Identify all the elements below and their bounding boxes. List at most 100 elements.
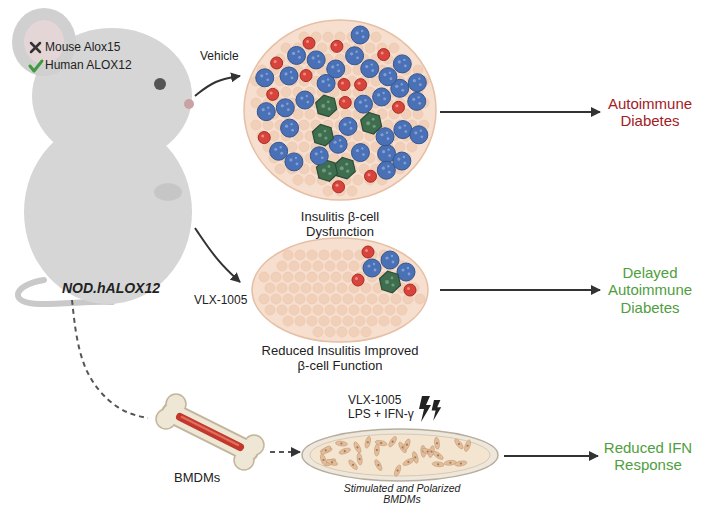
outcome-text: Reduced IFN Response [598, 439, 698, 474]
islet-texture [271, 272, 281, 282]
cell-detail [286, 103, 288, 105]
cell-detail [343, 123, 346, 126]
cell-detail [388, 154, 391, 157]
immune-cell [338, 79, 350, 91]
islet-texture [283, 250, 293, 260]
islet-texture [389, 43, 399, 53]
bone-illustration [156, 394, 264, 470]
cell-detail [318, 61, 321, 64]
connector-arrow [504, 455, 598, 457]
cell-detail [418, 96, 420, 98]
islet-texture [343, 294, 353, 304]
connector-arrow [440, 111, 600, 113]
islet-node: Reduced Insulitis Improved β-cell Functi… [240, 238, 440, 388]
cell-detail [336, 184, 339, 187]
cell-detail [382, 92, 384, 94]
connector-arrow [195, 76, 240, 96]
cell-nucleus [340, 442, 342, 444]
islet-texture [331, 250, 341, 260]
immune-cell [258, 132, 270, 144]
cell-detail [321, 104, 325, 108]
cell-detail [395, 104, 398, 107]
macrophage-cell [326, 458, 339, 466]
cell-detail [279, 146, 281, 148]
cell-detail [403, 162, 406, 165]
cell-detail [388, 171, 391, 174]
cell-detail [327, 101, 330, 104]
islet-texture [367, 316, 377, 326]
cell-detail [340, 145, 343, 148]
islet-texture [307, 294, 317, 304]
cell-detail [300, 96, 303, 99]
cell-detail [346, 170, 349, 173]
cell-detail [387, 148, 389, 150]
macrophage-cell [453, 438, 464, 450]
cell-detail [404, 124, 406, 126]
immune-cell [281, 119, 299, 137]
islet-texture [365, 43, 375, 53]
islet-texture [287, 142, 297, 152]
islet-texture [325, 305, 335, 315]
cell-detail [413, 79, 416, 82]
islet-texture [271, 294, 281, 304]
islet-texture [313, 327, 323, 337]
macrophage-cell [316, 95, 337, 116]
islet-illustration [252, 238, 428, 342]
islet-texture [349, 261, 359, 271]
islet-texture [313, 305, 323, 315]
cell-detail [291, 129, 294, 132]
outcome-node: Autoimmune Diabetes [600, 93, 700, 132]
cell-detail [408, 273, 411, 276]
node-shape [240, 10, 440, 242]
cell-nucleus [344, 450, 346, 452]
immune-cell [361, 60, 379, 78]
islet-texture [251, 120, 261, 130]
cell-detail [364, 99, 366, 101]
islet-texture [379, 316, 389, 326]
cell-nucleus [449, 462, 451, 464]
islet-texture [301, 283, 311, 293]
cell-detail [328, 107, 331, 110]
cell-detail [361, 147, 363, 149]
cross-stroke [31, 43, 40, 52]
cell-detail [383, 73, 386, 76]
cell-detail [306, 101, 309, 104]
cell-detail [337, 70, 340, 73]
immune-cell [285, 153, 303, 171]
immune-cell [365, 170, 377, 182]
islet-texture [379, 294, 389, 304]
cell-detail [407, 287, 410, 290]
cell-detail [322, 168, 326, 172]
cell-nucleus [377, 464, 379, 466]
macrophage-cell [387, 435, 398, 448]
cell-detail [322, 80, 325, 83]
immune-cell [333, 181, 345, 193]
cell-detail [270, 91, 273, 94]
cell-detail [391, 255, 393, 257]
cell-detail [365, 65, 368, 68]
immune-cell [303, 37, 315, 49]
islet-texture [331, 294, 341, 304]
cell-detail [266, 78, 269, 81]
macrophage-cell [364, 436, 372, 449]
islet-texture [305, 175, 315, 185]
macrophage-cell [455, 460, 468, 467]
bone-shaft [172, 413, 248, 451]
islet-texture [343, 316, 353, 326]
islet-caption: Insulitis β-cell Dysfunction [280, 210, 400, 240]
outcome-node: Reduced IFN Response [598, 437, 698, 476]
islet-texture [319, 250, 329, 260]
immune-cell [352, 274, 364, 286]
islet-texture [259, 272, 269, 282]
islet-texture [307, 250, 317, 260]
islet-texture [265, 305, 275, 315]
islet-texture [295, 316, 305, 326]
cell-detail [289, 158, 292, 161]
islet-texture [331, 316, 341, 326]
macrophage-cell [402, 457, 415, 467]
dish-rim [302, 429, 498, 481]
immune-cell [397, 263, 415, 281]
cell-detail [287, 108, 290, 111]
cell-detail [281, 104, 284, 107]
islet-texture [337, 261, 347, 271]
